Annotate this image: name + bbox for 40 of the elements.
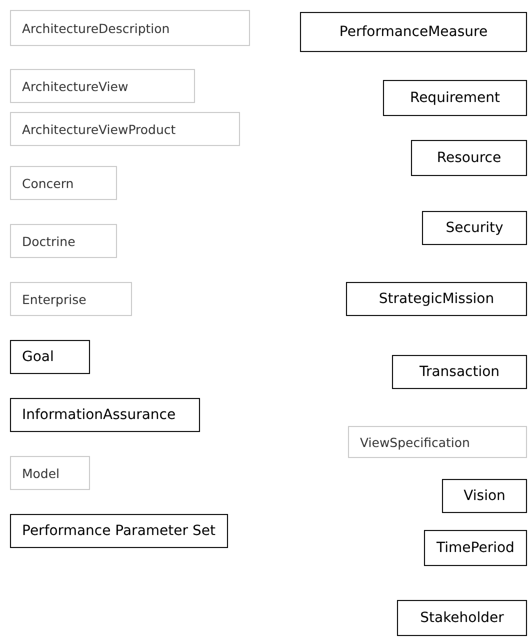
class-box [422, 211, 527, 245]
class-name: ArchitectureView [22, 78, 128, 94]
class-box [346, 282, 527, 316]
class-box [424, 530, 527, 566]
class-name: StrategicMission [378, 291, 494, 307]
class-box [442, 479, 527, 513]
class-box [10, 514, 228, 548]
class-box [10, 456, 90, 490]
class-box [10, 166, 117, 200]
class-name: Vision [464, 488, 506, 504]
class-name: ArchitectureDescription [22, 20, 170, 36]
class-name: Performance Parameter Set [22, 523, 216, 539]
class-box [10, 69, 195, 103]
class-name: Model [22, 466, 60, 480]
class-name: Resource [436, 150, 502, 166]
class-name: PerformanceMeasure [339, 24, 488, 40]
class-box [10, 340, 90, 374]
class-name: Enterprise [22, 292, 86, 306]
class-name: Security [446, 220, 504, 236]
class-name: TimePeriod [436, 540, 514, 556]
class-name: Transaction [419, 364, 500, 380]
class-box [10, 398, 200, 432]
class-name: Doctrine [22, 234, 76, 248]
class-box [383, 80, 527, 116]
class-box [10, 112, 240, 146]
class-name: Goal [22, 349, 54, 365]
class-box [300, 12, 527, 52]
class-box [10, 282, 132, 316]
class-box [348, 426, 527, 458]
class-name: ViewSpecification [360, 434, 470, 450]
class-name: Stakeholder [420, 610, 504, 626]
class-box [10, 224, 117, 258]
class-box [392, 355, 527, 389]
class-name: ArchitectureViewProduct [22, 122, 176, 136]
class-name: Requirement [410, 90, 500, 106]
class-name: InformationAssurance [22, 407, 176, 423]
class-name: Concern [22, 176, 74, 190]
class-box [10, 10, 250, 46]
class-box [411, 140, 527, 176]
class-box [397, 600, 527, 636]
